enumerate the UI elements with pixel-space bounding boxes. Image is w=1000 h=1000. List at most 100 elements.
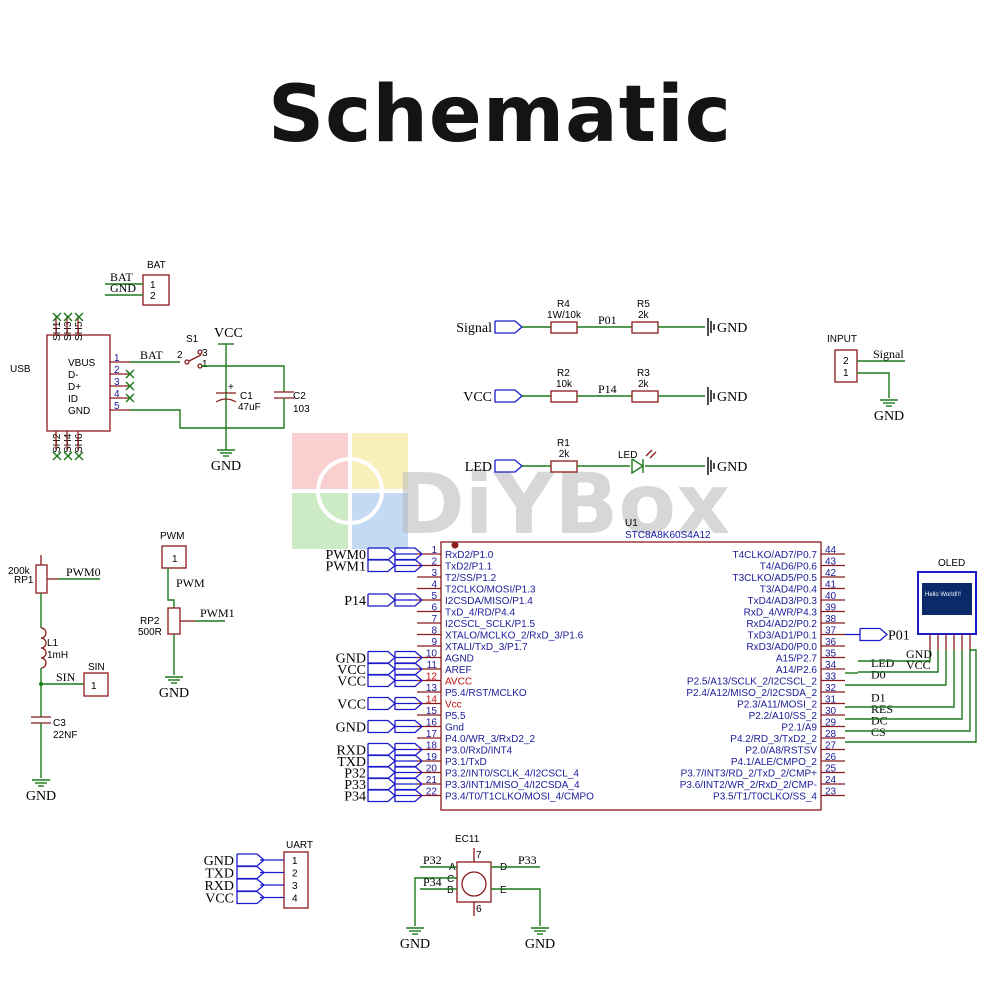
mcu-pin-34: A14/P2.6 xyxy=(776,665,818,676)
mcu-pin-num: 13 xyxy=(426,683,438,694)
res-value-r5: 2k xyxy=(638,310,650,321)
mcu-pin-24: P3.6/INT2/WR_2/RxD_2/CMP- xyxy=(680,780,817,791)
mcu-pin-32: P2.4/A12/MISO_2/I2CSDA_2 xyxy=(686,688,817,699)
sin-net: SIN xyxy=(56,670,76,684)
mcu-left-net-vcc: VCC xyxy=(337,673,423,690)
mcu-pin-43: T4/AD6/P0.6 xyxy=(760,562,818,573)
res-value-r2: 10k xyxy=(556,379,573,390)
mcu-pin-num: 26 xyxy=(825,752,837,763)
mcu-pin-14: Vcc xyxy=(445,700,462,711)
usb-shield-sh4: SH4 xyxy=(63,433,74,453)
c1-value: 47uF xyxy=(238,402,261,413)
mcu-pin-8: XTALO/MCLKO_2/RxD_3/P1.6 xyxy=(445,631,584,642)
signal-mid-net: P01 xyxy=(598,313,617,327)
mcu-pin-29: P2.1/A9 xyxy=(781,723,817,734)
mcu-pin-22: P3.4/T0/T1CLKO/MOSI_4/CMPO xyxy=(445,792,594,803)
encoder-pin-e: E xyxy=(500,885,507,896)
mcu-pin-21: P3.3/INT1/MISO_4/I2CSDA_4 xyxy=(445,780,580,791)
pwm-pin: 1 xyxy=(172,554,178,565)
uart-net-txd: TXD xyxy=(205,867,234,882)
encoder-ref: EC11 xyxy=(455,834,480,845)
gnd-label: GND xyxy=(717,460,747,475)
usb-pin-num: 3 xyxy=(114,377,120,388)
mcu-pin-12: AVCC xyxy=(445,677,472,688)
uart-pin-1: 1 xyxy=(292,856,298,867)
mcu-left-net-p14: P14 xyxy=(344,593,423,609)
mcu-pin-23: P3.5/T1/T0CLKO/SS_4 xyxy=(713,792,817,803)
res-value-r4: 1W/10k xyxy=(547,310,582,321)
mcu-left-net-label: VCC xyxy=(337,698,366,713)
mcu-pin-4: T2CLKO/MOSI/P1.3 xyxy=(445,585,536,596)
res-value-r3: 2k xyxy=(638,379,650,390)
mcu-pin-num: 21 xyxy=(426,775,438,786)
mcu-pin-10: AGND xyxy=(445,654,474,665)
battery-pin-2: 2 xyxy=(150,291,156,302)
mcu-left-net-label: GND xyxy=(336,652,366,667)
mcu-right-net-dc: DC xyxy=(871,714,888,728)
mcu-pin-7: I2CSCL_SCLK/P1.5 xyxy=(445,619,535,630)
mcu-pin-num: 6 xyxy=(431,603,437,614)
mcu-left-net-label: TXD xyxy=(337,755,366,770)
mcu-pin-num: 17 xyxy=(426,729,438,740)
c1-plus: + xyxy=(228,382,234,393)
mcu-pin-13: P5.4/RST/MCLKO xyxy=(445,688,527,699)
mcu-right-net-label: RES xyxy=(871,702,893,716)
mcu-left-net-p32: P32 xyxy=(344,765,423,782)
mcu-pin-num: 1 xyxy=(431,545,437,556)
rp1-value: 200k xyxy=(8,566,31,577)
mcu-pin-num: 4 xyxy=(431,580,437,591)
input-ref: INPUT xyxy=(827,334,857,345)
mcu-left-net-txd: TXD xyxy=(337,754,423,770)
usb-pin-dplus: D+ xyxy=(68,382,81,393)
uart-pin-4: 4 xyxy=(292,894,298,905)
signal-mid-net: P14 xyxy=(598,382,617,396)
rp1-net-pwm0: PWM0 xyxy=(66,565,101,579)
res-ref-r5: R5 xyxy=(637,299,650,310)
mcu-pin-19: P3.1/TxD xyxy=(445,757,487,768)
encoder-pin-6: 6 xyxy=(476,904,482,915)
res-ref-r1: R1 xyxy=(557,438,570,449)
page-title: Schematic xyxy=(267,70,732,160)
usb-shield-sh3: SH3 xyxy=(63,321,74,341)
mcu-ref: U1 xyxy=(625,518,638,529)
mcu-right-net-cs: CS xyxy=(871,725,886,739)
signal-input-vcc: VCC xyxy=(463,390,492,405)
mcu-left-net-p33: P33 xyxy=(344,777,423,793)
mcu-pin-num: 30 xyxy=(825,706,837,717)
oled-screen-text: Hello World!!! xyxy=(925,592,961,598)
mcu-pin-1: RxD2/P1.0 xyxy=(445,550,494,561)
mcu-left-net-label: P34 xyxy=(344,790,366,805)
mcu-pin-35: A15/P2.7 xyxy=(776,654,818,665)
mcu-pin-num: 24 xyxy=(825,775,837,786)
mcu-right-net-d1: D1 xyxy=(871,691,886,705)
mcu-pin-num: 9 xyxy=(431,637,437,648)
gnd-label: GND xyxy=(159,686,189,701)
watermark-text: DiYBox xyxy=(395,455,730,553)
switch-ref: S1 xyxy=(186,334,199,345)
signal-input-signal: Signal xyxy=(456,321,492,336)
mcu-pin-num: 14 xyxy=(426,695,438,706)
mcu-pin-num: 2 xyxy=(431,557,437,568)
mcu-pin-num: 27 xyxy=(825,741,837,752)
mcu-right-net-p01: P01 xyxy=(845,627,910,644)
input-pin-2: 2 xyxy=(843,356,849,367)
l1-ref: L1 xyxy=(47,638,59,649)
sin-ref: SIN xyxy=(88,662,105,673)
mcu-left-net-label: VCC xyxy=(337,663,366,678)
oled-net-gnd: GND xyxy=(906,647,932,661)
mcu-part: STC8A8K60S4A12 xyxy=(625,530,711,541)
oled-net-vcc: VCC xyxy=(906,658,931,672)
gnd-label: GND xyxy=(717,390,747,405)
usb-pin-id: ID xyxy=(68,394,78,405)
mcu-pin-33: P2.5/A13/SCLK_2/I2CSCL_2 xyxy=(687,677,818,688)
mcu-pin-num: 28 xyxy=(825,729,837,740)
mcu-left-net-label: PWM0 xyxy=(326,548,366,563)
mcu-pin-num: 42 xyxy=(825,568,837,579)
vcc-label: VCC xyxy=(214,326,243,341)
